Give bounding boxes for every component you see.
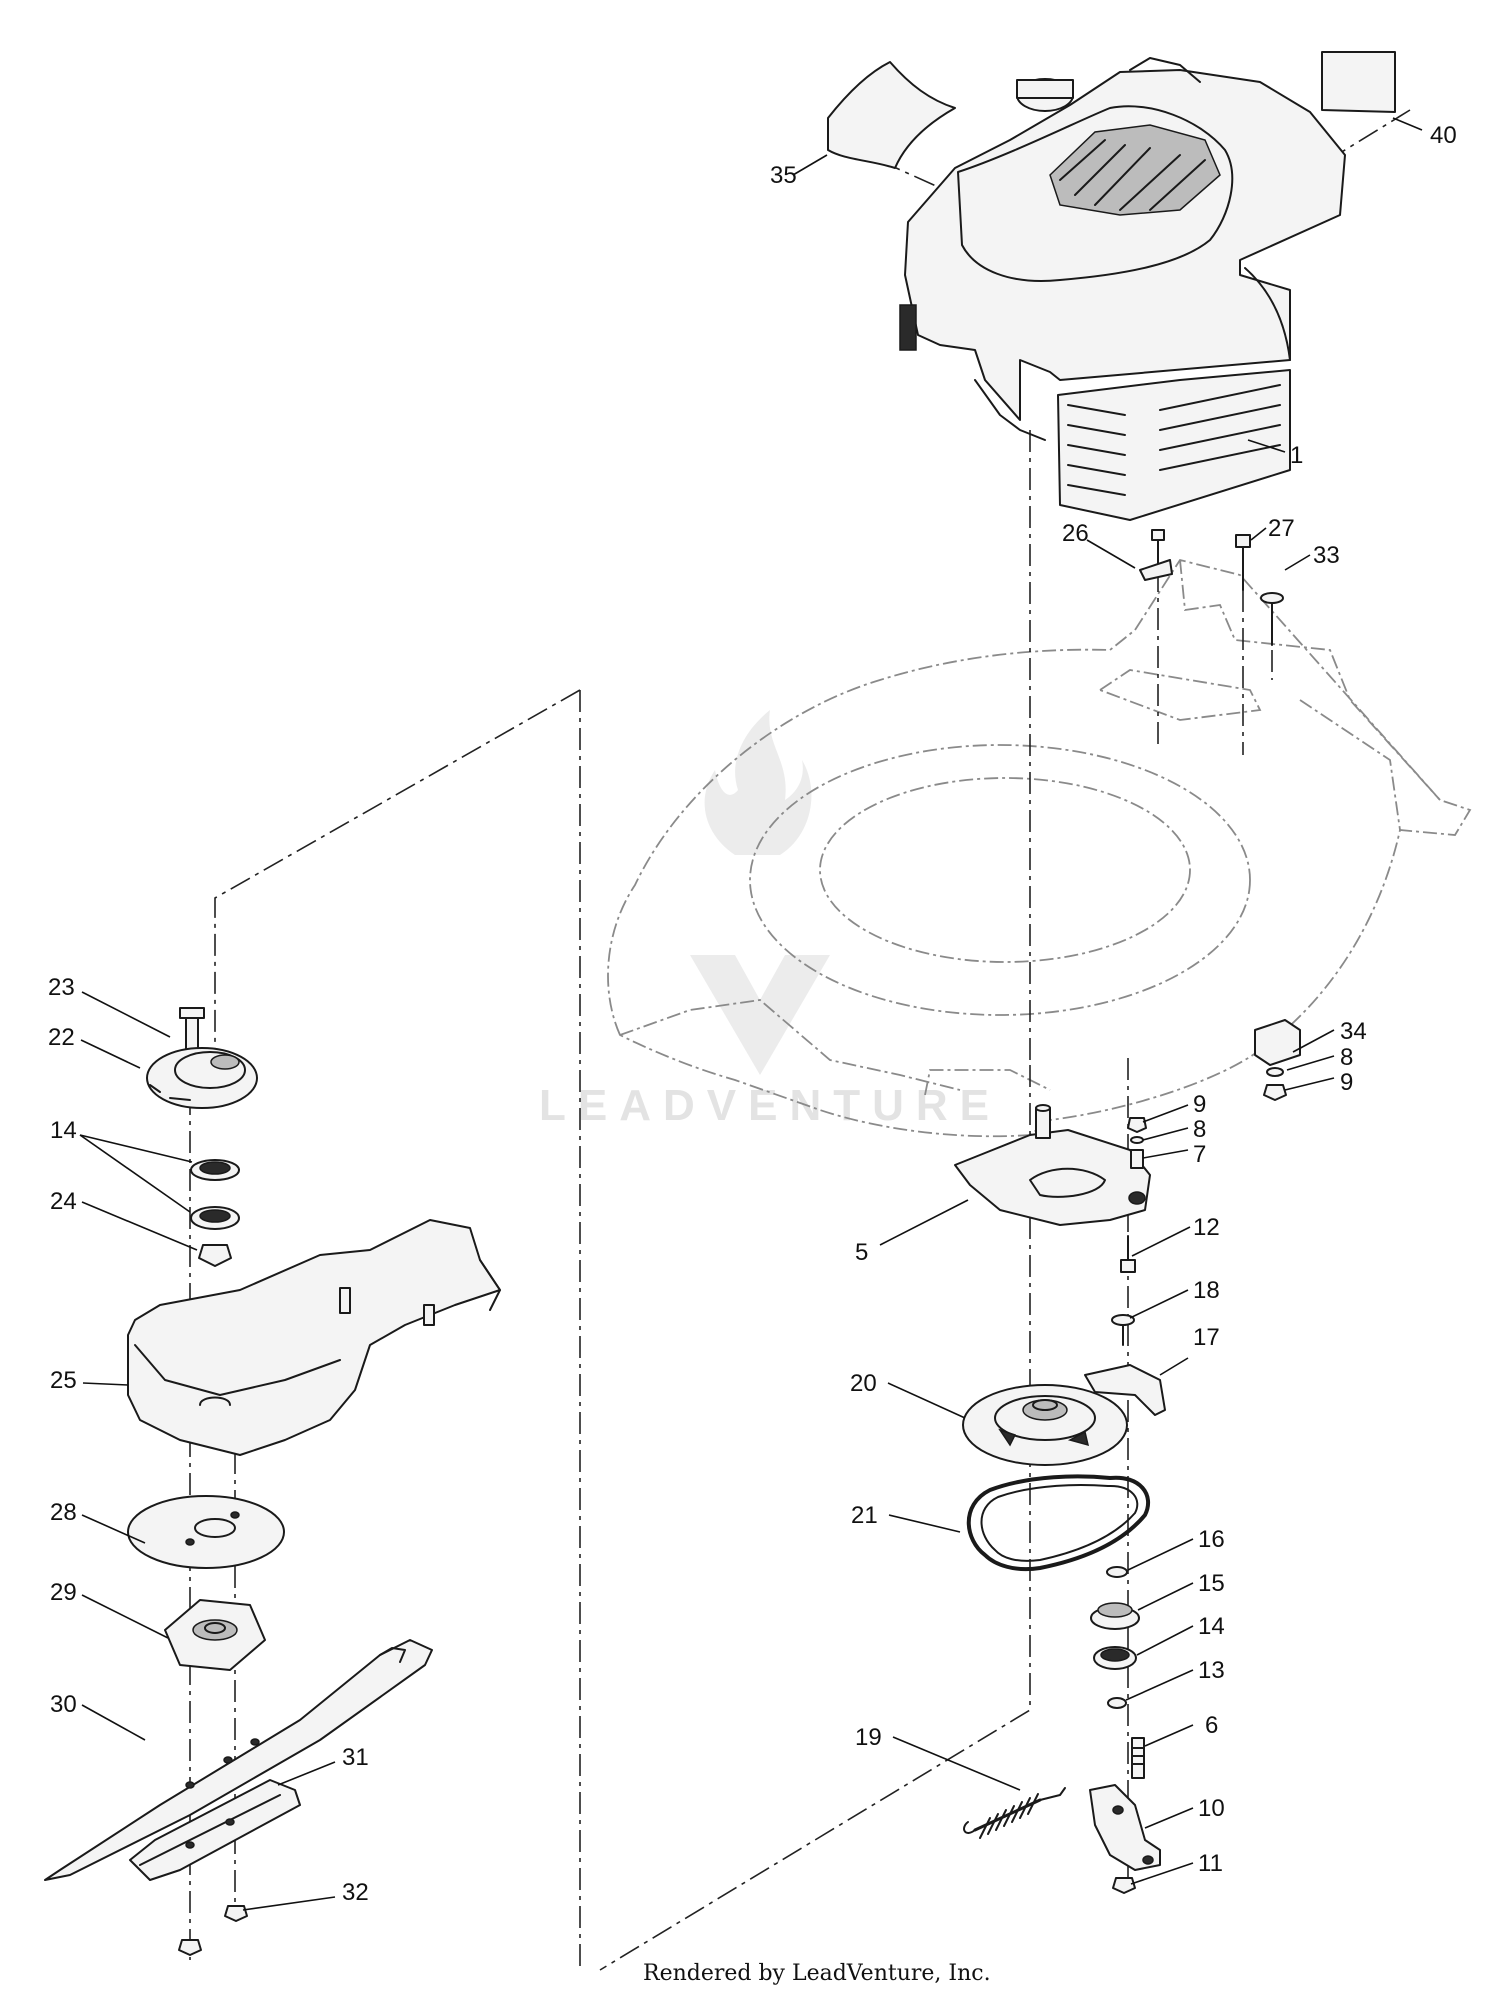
callout-21: 21 [851, 1502, 878, 1529]
decal-40 [1321, 51, 1396, 113]
callout-27: 27 [1268, 515, 1295, 542]
callout-9-right: 9 [1340, 1069, 1353, 1096]
watermark-v-icon [690, 955, 830, 1075]
belt-21 [966, 1474, 1151, 1572]
adapter-29 [164, 1599, 266, 1671]
bearing-stack-right [1090, 1566, 1140, 1709]
callout-5: 5 [855, 1239, 868, 1266]
callout-20: 20 [850, 1370, 877, 1397]
callout-22: 22 [48, 1024, 75, 1051]
callout-12: 12 [1193, 1214, 1220, 1241]
callout-18: 18 [1193, 1277, 1220, 1304]
stiffener-31 [129, 1779, 301, 1881]
blade-housing-25 [127, 1219, 501, 1456]
blade-30 [44, 1639, 433, 1881]
callout-40: 40 [1430, 122, 1457, 149]
callout-6: 6 [1205, 1712, 1218, 1739]
callout-13: 13 [1198, 1657, 1225, 1684]
parts-34-8-9-right [1254, 1019, 1301, 1101]
hardware-26-27-33 [1139, 529, 1284, 646]
callout-24: 24 [50, 1188, 77, 1215]
callout-15: 15 [1198, 1570, 1225, 1597]
callout-28: 28 [50, 1499, 77, 1526]
callout-10: 10 [1198, 1795, 1225, 1822]
callout-8-right: 8 [1340, 1044, 1353, 1071]
callout-33: 33 [1313, 542, 1340, 569]
bracket-assembly-5 [954, 1104, 1151, 1273]
callout-14-left: 14 [50, 1117, 77, 1144]
idler-arm-assembly [963, 1737, 1161, 1894]
callout-1: 1 [1290, 442, 1303, 469]
callout-labels: 40 35 1 26 27 33 34 8 9 9 8 7 5 12 18 17… [48, 122, 1457, 1906]
washer-dish-28 [127, 1495, 285, 1569]
callout-11: 11 [1198, 1850, 1223, 1877]
parts-17-18 [1084, 1314, 1166, 1416]
callout-29: 29 [50, 1579, 77, 1606]
blade-adapter-assembly-left [146, 1007, 258, 1267]
callout-26: 26 [1062, 520, 1089, 547]
watermark: LEADVENTURE [539, 710, 1001, 1130]
callout-9-left: 9 [1193, 1091, 1206, 1118]
footer-credit: Rendered by LeadVenture, Inc. [643, 1961, 991, 1986]
engine-1 [899, 57, 1346, 521]
pulley-20 [962, 1384, 1128, 1466]
callout-14-right: 14 [1198, 1613, 1225, 1640]
decal-35 [827, 61, 956, 169]
callout-19: 19 [855, 1724, 882, 1751]
callout-30: 30 [50, 1691, 77, 1718]
callout-25: 25 [50, 1367, 77, 1394]
watermark-flame-icon [704, 710, 812, 855]
callout-7: 7 [1193, 1141, 1206, 1168]
callout-31: 31 [342, 1744, 369, 1771]
callout-8-left: 8 [1193, 1116, 1206, 1143]
nuts-32 [178, 1905, 248, 1956]
callout-32: 32 [342, 1879, 369, 1906]
callout-16: 16 [1198, 1526, 1225, 1553]
callout-34: 34 [1340, 1018, 1367, 1045]
belt-21-inner [980, 1484, 1139, 1562]
callout-35: 35 [770, 162, 797, 189]
callout-17: 17 [1193, 1324, 1220, 1351]
callout-leaders [79, 117, 1423, 1911]
callout-23: 23 [48, 974, 75, 1001]
watermark-text: LEADVENTURE [539, 1081, 1001, 1130]
